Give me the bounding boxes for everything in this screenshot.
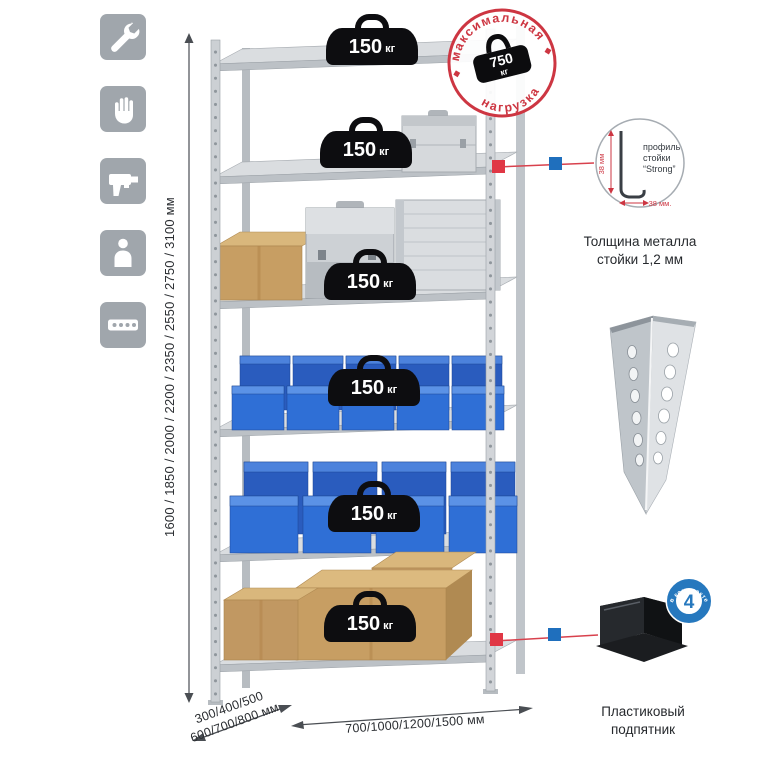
height-dimension-line	[184, 33, 194, 703]
gloves-icon	[100, 86, 146, 132]
width-dimension-line	[291, 706, 533, 729]
cardboard-box-small	[214, 231, 328, 301]
weight-handle	[353, 249, 387, 265]
perforated-beam-icon	[100, 302, 146, 348]
drill-glyph	[109, 174, 138, 196]
weight-handle	[357, 355, 391, 371]
person-glyph	[114, 238, 132, 267]
angle-post-detail	[609, 315, 697, 516]
depth-dimension-line	[192, 705, 292, 741]
load-value: 150	[350, 376, 385, 399]
connector-bottom	[490, 628, 599, 646]
load-value: 150	[346, 270, 381, 293]
profile-dim-vertical: 38 мм	[597, 154, 606, 175]
wrench-icon	[100, 14, 146, 60]
weight-handle	[357, 481, 391, 497]
max-load-stamp: максимальная нагрузка 750 кг	[439, 0, 557, 122]
weight-handle	[349, 117, 383, 133]
foot-caption: Пластиковый подпятник	[558, 703, 728, 738]
gloves-glyph	[115, 97, 133, 124]
foot-count-badge: в комплекте 4	[665, 577, 713, 625]
weight-handle	[353, 591, 387, 607]
profile-caption: Толщина металла стойки 1,2 мм	[555, 233, 725, 268]
perforated-beam-glyph	[108, 319, 138, 331]
profile-caption-line2: стойки 1,2 мм	[596, 251, 684, 267]
load-unit: кг	[385, 42, 396, 55]
foot-badge-value: 4	[684, 592, 695, 613]
wrench-glyph	[111, 22, 140, 52]
load-unit: кг	[383, 619, 394, 632]
profile-label-1: профиль	[643, 142, 681, 152]
stamp-weight-value: 750	[488, 49, 515, 70]
load-unit: кг	[383, 277, 394, 290]
load-value: 150	[342, 138, 377, 161]
weight-handle	[355, 14, 389, 30]
load-value: 150	[350, 502, 385, 525]
profile-detail: 38 мм 38 мм. профиль стойки “Strong”	[595, 118, 685, 208]
aluminum-case-small	[401, 110, 477, 173]
load-value: 150	[346, 612, 381, 635]
profile-label-2: стойки	[643, 153, 671, 163]
person-icon	[100, 230, 146, 276]
load-unit: кг	[379, 145, 390, 158]
foot-caption-line2: подпятник	[610, 721, 676, 737]
connector-top	[492, 157, 595, 173]
profile-label-3: “Strong”	[643, 164, 676, 174]
height-dimension-label: 1600 / 1850 / 2000 / 2200 / 2350 / 2550 …	[162, 197, 177, 537]
profile-caption-line1: Толщина металла	[583, 234, 697, 249]
foot-caption-line1: Пластиковый	[601, 704, 685, 719]
load-value: 150	[348, 35, 383, 58]
drill-icon	[100, 158, 146, 204]
load-unit: кг	[387, 383, 398, 396]
stamp-weight-unit: кг	[499, 66, 509, 78]
profile-dim-horizontal: 38 мм.	[649, 199, 672, 208]
load-unit: кг	[387, 509, 398, 522]
